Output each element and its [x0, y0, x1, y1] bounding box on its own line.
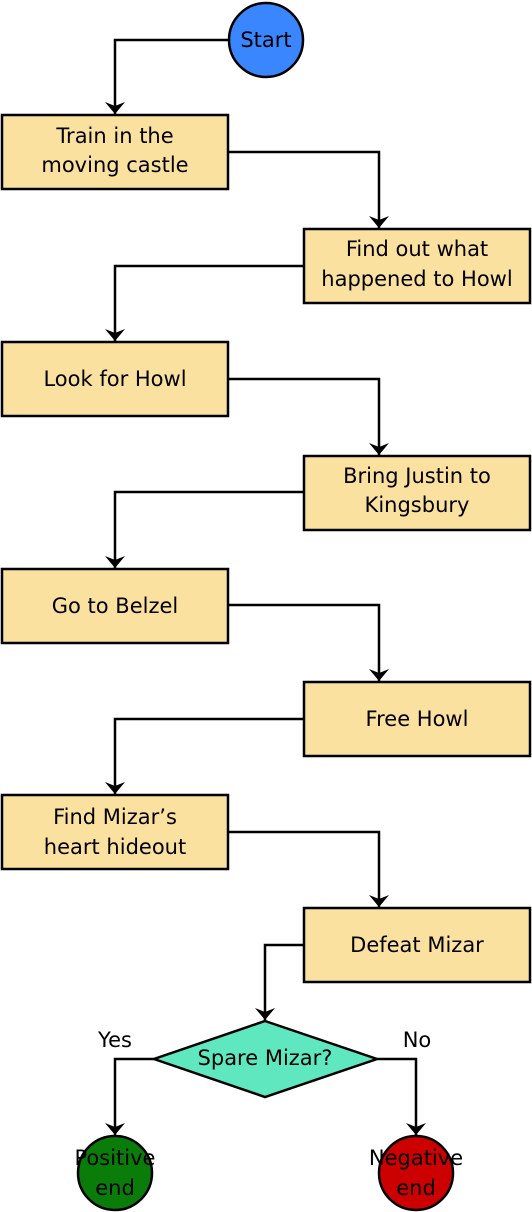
- positive-end-label-line1: Positive: [75, 1146, 156, 1170]
- edge-train-to-find-out: [228, 150, 389, 228]
- yes-label: Yes: [97, 1028, 132, 1052]
- go-belzel-label: Go to Belzel: [52, 594, 179, 618]
- find-out-label-line2: happened to Howl: [321, 267, 512, 291]
- edge-bring-justin-to-go-belzel: [105, 490, 304, 568]
- edge-free-howl-to-find-mizar: [105, 717, 304, 794]
- look-for-howl-label: Look for Howl: [43, 367, 186, 391]
- start-node: [227, 1, 305, 79]
- spare-mizar-decision: [150, 1019, 381, 1099]
- defeat-mizar-label: Defeat Mizar: [350, 933, 484, 957]
- defeat-mizar-box: [302, 906, 532, 984]
- edge-defeat-mizar-to-spare: [255, 943, 304, 1020]
- no-label: No: [403, 1028, 432, 1052]
- negative-end-node: [377, 1134, 455, 1212]
- positive-end-node: [76, 1134, 154, 1212]
- go-belzel-box: [0, 567, 230, 645]
- edge-look-for-to-bring-justin: [228, 377, 389, 455]
- find-mizar-label-line1: Find Mizar’s: [53, 805, 177, 829]
- spare-mizar-label: Spare Mizar?: [198, 1046, 333, 1070]
- positive-end-label-line2: end: [95, 1176, 135, 1200]
- look-for-howl-box: [0, 340, 230, 418]
- train-castle-label-line2: moving castle: [41, 153, 188, 177]
- bring-justin-box: [302, 454, 532, 532]
- find-out-label-line1: Find out what: [346, 237, 488, 261]
- edge-find-mizar-to-defeat-mizar: [228, 830, 389, 907]
- free-howl-label: Free Howl: [366, 707, 469, 731]
- edge-go-belzel-to-free-howl: [228, 603, 389, 681]
- edge-spare-yes-to-positive: [105, 1057, 154, 1135]
- find-mizar-box: [0, 793, 230, 871]
- train-castle-box: [0, 113, 230, 191]
- edge-find-out-to-look-for: [105, 264, 304, 341]
- negative-end-label-line2: end: [396, 1176, 436, 1200]
- train-castle-label-line1: Train in the: [55, 124, 173, 148]
- bring-justin-label-line2: Kingsbury: [365, 493, 470, 517]
- find-out-box: [302, 227, 532, 305]
- edge-spare-no-to-negative: [377, 1057, 426, 1135]
- free-howl-box: [302, 680, 532, 758]
- find-mizar-label-line2: heart hideout: [44, 835, 186, 859]
- bring-justin-label-line1: Bring Justin to: [343, 464, 491, 488]
- negative-end-label-line1: Negative: [369, 1146, 463, 1170]
- start-label: Start: [240, 28, 291, 52]
- edge-start-to-train: [105, 38, 228, 114]
